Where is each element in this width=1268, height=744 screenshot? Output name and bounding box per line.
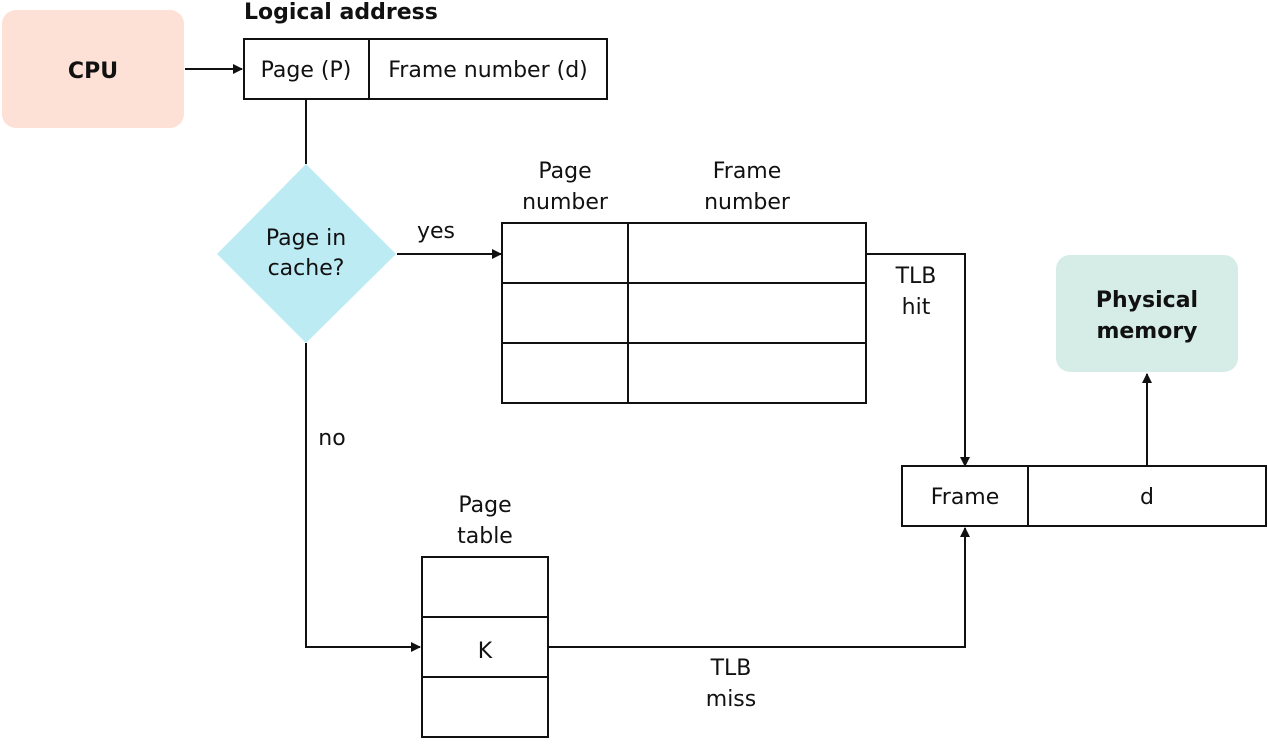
logical-page-label: Page (P) <box>261 58 352 83</box>
cpu-label: CPU <box>68 59 118 84</box>
tlb-row2-col1 <box>501 282 629 344</box>
physical-offset-cell <box>1027 465 1267 527</box>
arrow-tlb-miss <box>548 527 970 648</box>
tlb-col1-header-line2: number <box>522 190 609 215</box>
arrow-tlb-hit <box>866 253 970 467</box>
tlb-col2-header-line1: Frame <box>713 159 782 184</box>
logical-address-node: Logical address Page (P) Frame number (d… <box>243 0 608 100</box>
page-table-row1 <box>421 556 549 618</box>
arrow-no <box>305 343 421 652</box>
tlb-table: Page number Frame number <box>501 159 867 404</box>
physical-frame-label: Frame <box>931 485 1000 510</box>
decision-label-line1: Page in <box>266 226 346 251</box>
tlb-col2-header-line2: number <box>704 190 791 215</box>
logical-offset-cell <box>368 38 608 100</box>
physical-address-node: Frame d <box>901 465 1267 527</box>
physical-memory-box <box>1056 255 1238 372</box>
tlb-miss-label-line1: TLB <box>710 656 752 681</box>
decision-diamond <box>217 164 396 343</box>
tlb-row1-col2 <box>627 222 867 284</box>
tlb-row3-col1 <box>501 342 629 404</box>
physical-memory-node: Physical memory <box>1056 255 1238 372</box>
tlb-row2-col2 <box>627 282 867 344</box>
tlb-miss-label-line2: miss <box>706 687 756 712</box>
tlb-col1-header-line1: Page <box>538 159 591 184</box>
yes-label: yes <box>417 219 455 244</box>
tlb-hit-label-line1: TLB <box>895 264 937 289</box>
page-table-row2 <box>421 616 549 678</box>
decision-node: Page in cache? <box>217 164 396 343</box>
no-label: no <box>318 426 345 451</box>
cpu-box <box>2 10 184 128</box>
tlb-hit-label-line2: hit <box>902 295 931 320</box>
page-table-row3 <box>421 676 549 738</box>
logical-address-title: Logical address <box>244 0 438 25</box>
tlb-row3-col2 <box>627 342 867 404</box>
physical-frame-cell <box>901 465 1029 527</box>
decision-label-line2: cache? <box>268 256 345 281</box>
page-table: Page table K <box>421 493 549 738</box>
physical-offset-label: d <box>1140 485 1154 510</box>
logical-offset-label: Frame number (d) <box>388 58 588 83</box>
physical-memory-label-line2: memory <box>1096 319 1197 344</box>
cpu-node: CPU <box>2 10 184 128</box>
page-table-title-line2: table <box>457 524 513 549</box>
page-table-title-line1: Page <box>458 493 511 518</box>
tlb-row1-col1 <box>501 222 629 284</box>
physical-memory-label-line1: Physical <box>1096 288 1198 313</box>
page-table-entry-label: K <box>478 639 493 664</box>
